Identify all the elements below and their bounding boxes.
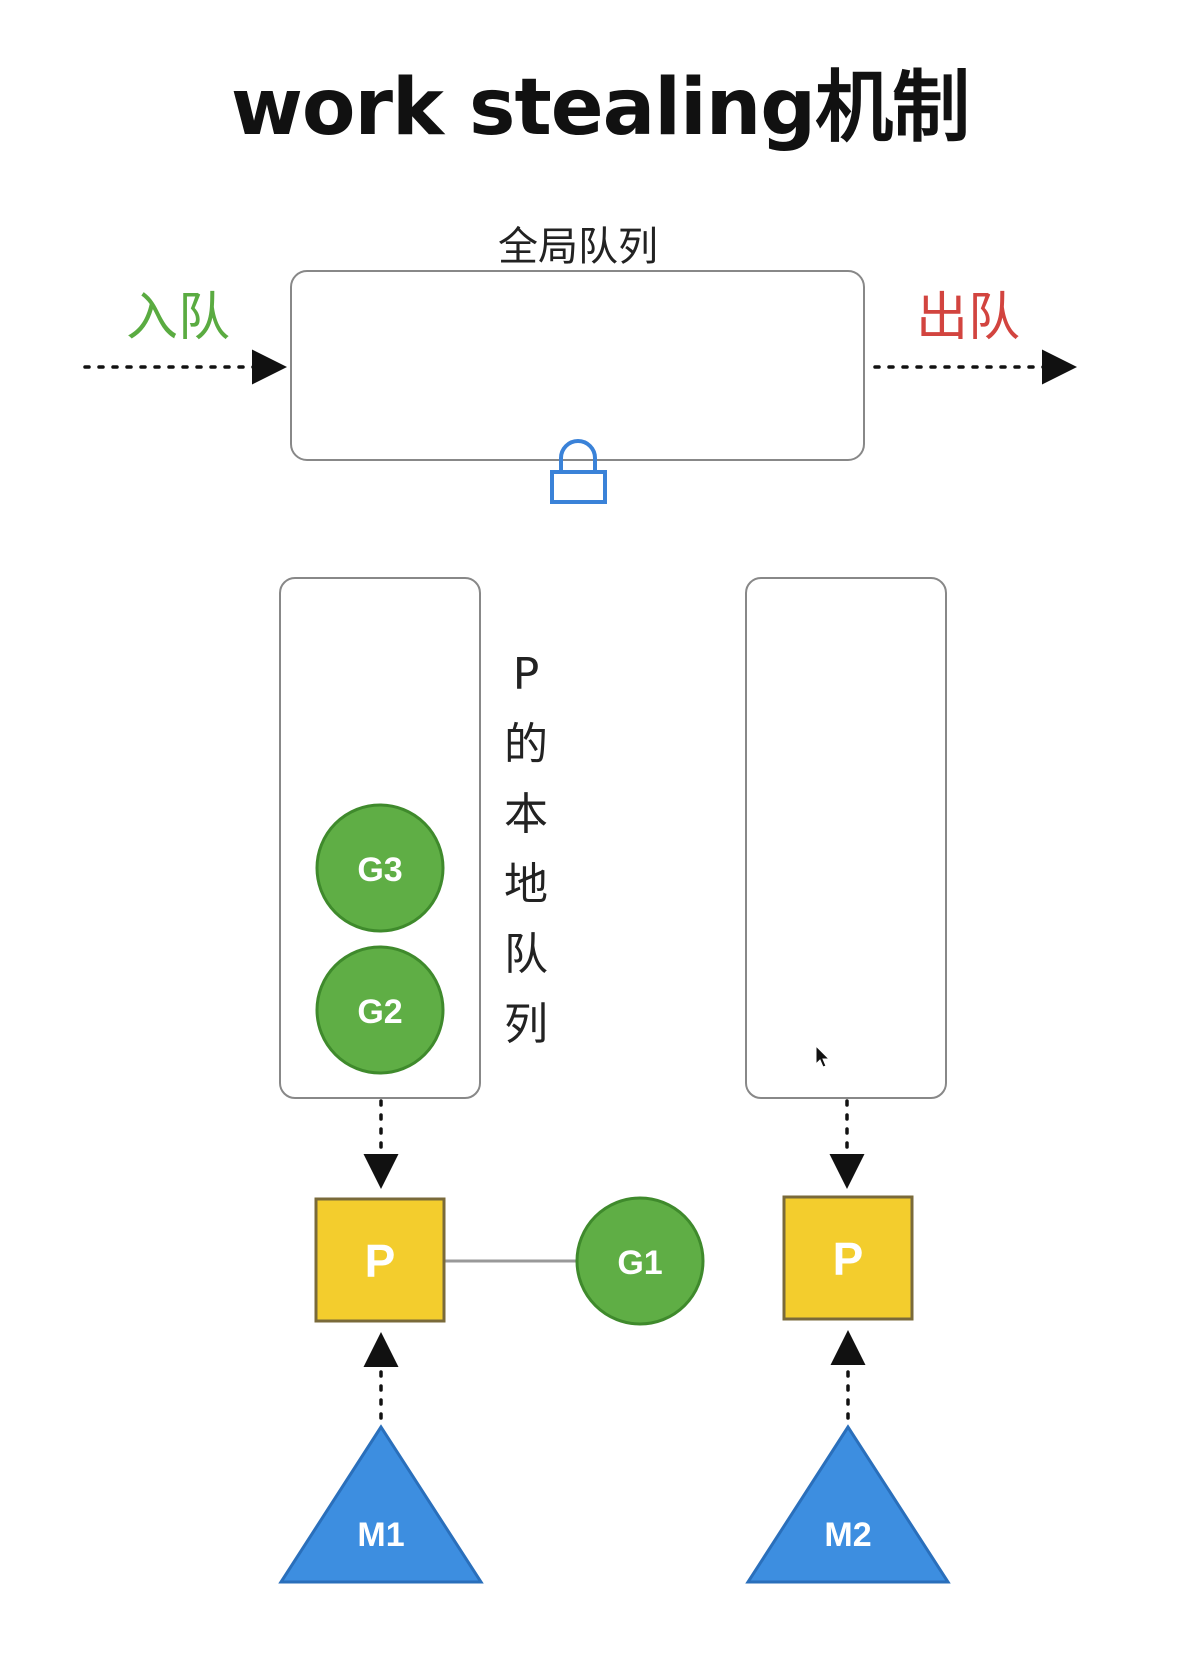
svg-text:G3: G3: [357, 851, 402, 889]
local-queue-right: [745, 577, 947, 1099]
svg-text:G1: G1: [617, 1244, 662, 1282]
lock-icon: [550, 439, 607, 504]
goroutine-g1: G1: [575, 1196, 705, 1326]
svg-text:G2: G2: [357, 993, 402, 1031]
global-queue-label: 全局队列: [498, 224, 658, 270]
machine-m2: M2: [745, 1424, 951, 1584]
machine-m1: M1: [278, 1424, 484, 1584]
local-queue-label-char: 地: [504, 859, 548, 910]
svg-text:P: P: [833, 1233, 864, 1285]
local-queue-label-char: 的: [504, 719, 548, 770]
cursor-icon: [815, 1044, 831, 1068]
page-title: work stealing机制: [230, 63, 970, 153]
local-queue-label-char: 本: [504, 789, 548, 840]
goroutine-g2: G2: [315, 945, 445, 1075]
local-queue-label-char: 列: [504, 999, 548, 1050]
dequeue-label: 出队: [916, 288, 1020, 348]
local-queue-label: P 的 本 地 队 列: [498, 640, 554, 1060]
svg-text:P: P: [365, 1235, 396, 1287]
local-queue-label-char: P: [512, 649, 540, 700]
svg-text:M1: M1: [357, 1516, 404, 1554]
goroutine-g3: G3: [315, 803, 445, 933]
local-queue-label-char: 队: [504, 929, 548, 980]
enqueue-label: 入队: [126, 288, 230, 348]
global-queue-box: [290, 270, 865, 461]
processor-right: P: [782, 1195, 914, 1321]
processor-left: P: [314, 1197, 446, 1323]
svg-text:M2: M2: [824, 1516, 871, 1554]
